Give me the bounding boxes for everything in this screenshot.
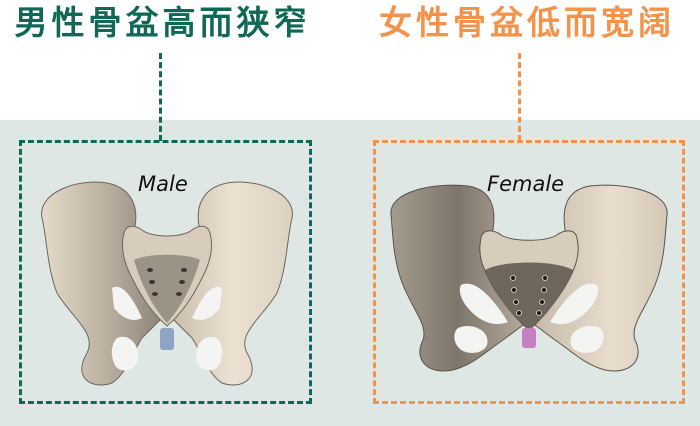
female-pelvis-frame: [373, 140, 685, 404]
female-connector-line: [518, 53, 521, 141]
male-pelvis-title: 男性骨盆高而狭窄: [14, 3, 311, 42]
female-pelvis-image: [390, 184, 668, 372]
male-pelvis-frame: [19, 140, 312, 404]
male-label: Male: [138, 172, 188, 196]
male-pelvis-image: [41, 181, 293, 386]
female-pelvis-title: 女性骨盆低而宽阔: [379, 3, 675, 42]
female-label: Female: [487, 172, 565, 196]
male-connector-line: [159, 53, 162, 141]
